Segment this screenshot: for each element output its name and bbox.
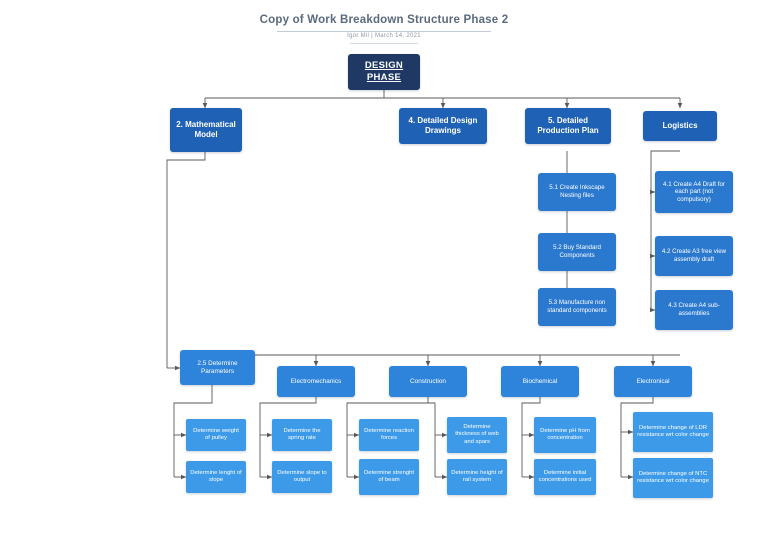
node-task-5-2[interactable]: 5.2 Buy Standard Components [538,233,616,271]
node-leaf-ntc-resistance[interactable]: Determine change of NTC resistance wrt c… [633,458,713,498]
node-leaf-slope-output[interactable]: Determine slope to output [272,461,332,493]
node-task-5-1[interactable]: 5.1 Create Inkscape Nesting files [538,173,616,211]
page-subtitle: Igor Mil | March 14, 2021 [347,33,421,39]
page-title: Copy of Work Breakdown Structure Phase 2 [259,14,509,26]
node-task-4-2[interactable]: 4.2 Create A3 free view assembly draft [655,236,733,276]
node-task-4-3[interactable]: 4.3 Create A4 sub-assemblies [655,290,733,330]
node-biochemical[interactable]: Biochemical [501,366,579,397]
node-leaf-weight-pulley[interactable]: Determine weight of pulley [186,419,246,451]
node-task-5-3[interactable]: 5.3 Manufacture non standard components [538,288,616,326]
node-leaf-ldr-resistance[interactable]: Determine change of LDR resistance wrt c… [633,412,713,452]
node-task-2-5[interactable]: 2.5 Determine Parameters [180,350,255,385]
node-leaf-height-rail-system[interactable]: Determine height of rail system [447,459,507,495]
node-leaf-strenght-beam[interactable]: Determine strenght of beam [359,459,419,495]
node-leaf-initial-concentrations[interactable]: Determine initial concentrations used [534,459,596,495]
node-leaf-spring-rate[interactable]: Determine the spring rate [272,419,332,451]
node-mathematical-model[interactable]: 2. Mathematical Model [170,108,242,152]
node-task-4-1[interactable]: 4.1 Create A4 Draft for each part (not c… [655,171,733,213]
node-design-phase-label: DESIGN PHASE [364,60,404,83]
node-design-phase[interactable]: DESIGN PHASE [348,54,420,90]
node-leaf-ph-concentration[interactable]: Determine pH from concentration [534,417,596,453]
node-logistics[interactable]: Logistics [643,111,717,141]
node-detailed-design-drawings[interactable]: 4. Detailed Design Drawings [399,108,487,144]
title-divider [277,31,491,32]
node-leaf-lenght-slope[interactable]: Determine lenght of slope [186,461,246,493]
node-leaf-reaction-forces[interactable]: Determine reaction forces [359,419,419,451]
node-electromechanics[interactable]: Electromechanics [277,366,355,397]
node-electronical[interactable]: Electronical [614,366,692,397]
subtitle-divider [350,43,418,44]
node-leaf-thickness-web-spars[interactable]: Determine thickness of web and spars [447,417,507,453]
node-construction[interactable]: Construction [389,366,467,397]
node-detailed-production-plan[interactable]: 5. Detailed Production Plan [525,108,611,144]
